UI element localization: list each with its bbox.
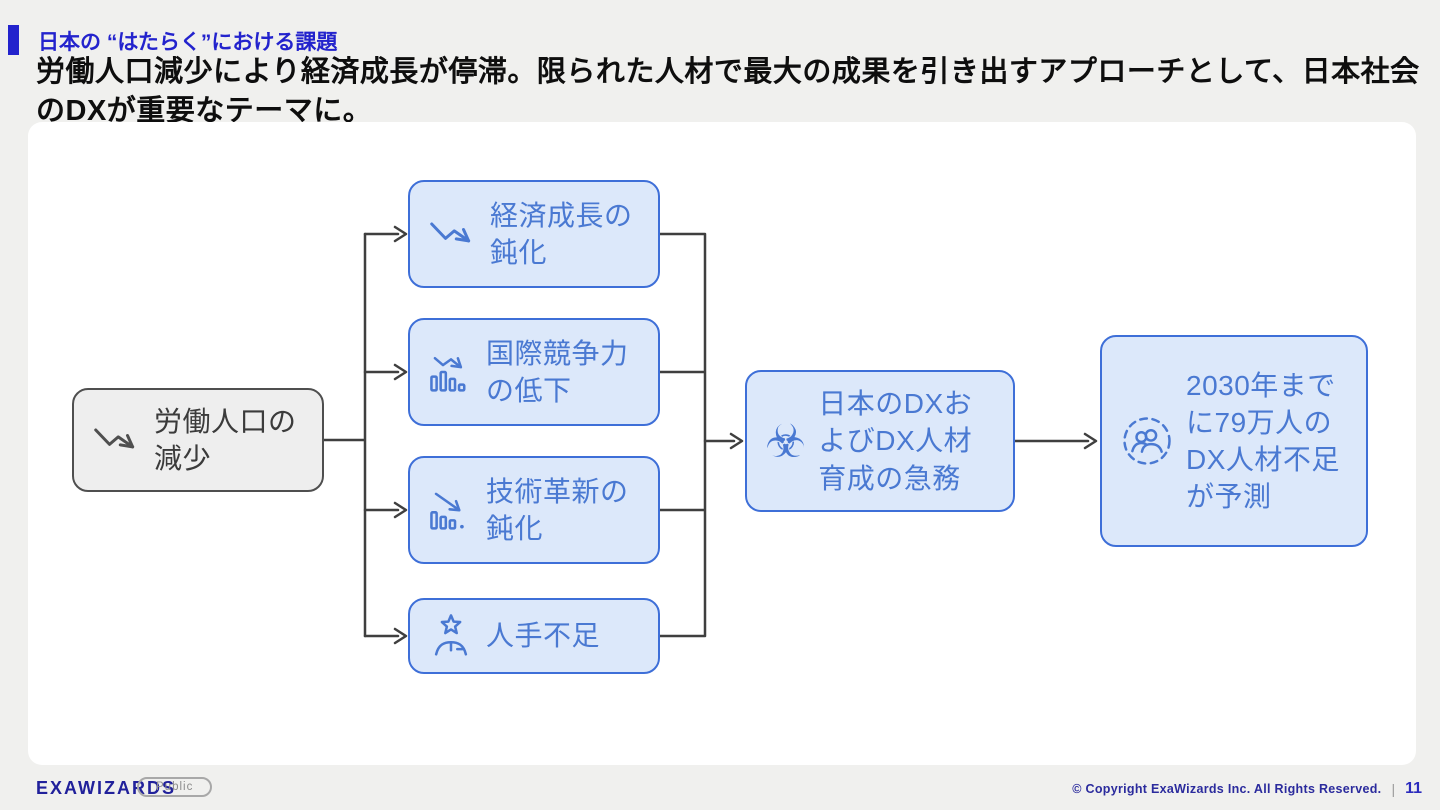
node-label: 技術革新の 鈍化 [486, 475, 629, 544]
accent-bar [8, 25, 19, 55]
section-label: 日本の “はたらく”における課題 [38, 31, 338, 54]
node-labor-population-decline: 労働人口の 減少 [72, 388, 324, 492]
bar-chart-decline-icon [428, 349, 474, 395]
trend-down-icon [428, 215, 478, 253]
node-labor-shortage: 人手不足 [408, 598, 660, 674]
page-title: 労働人口減少により経済成長が停滞。限られた人材で最大の成果を引き出すアプローチと… [36, 56, 1420, 127]
node-label: 日本のDXお よびDX人材 育成の急務 [818, 388, 973, 494]
node-technological-innovation-slowdown: 技術革新の 鈍化 [408, 456, 660, 564]
people-group-icon [1120, 414, 1174, 468]
biohazard-icon: ☣ [765, 414, 807, 468]
footer-right: © Copyright ExaWizards Inc. All Rights R… [1072, 780, 1422, 798]
node-label: 人手不足 [486, 620, 601, 652]
node-label: 労働人口の 減少 [154, 405, 297, 474]
node-dx-talent-urgency: ☣ 日本のDXお よびDX人材 育成の急務 [745, 370, 1015, 512]
node-international-competitiveness-decline: 国際競争力 の低下 [408, 318, 660, 426]
trend-down-icon [92, 421, 142, 459]
node-label: 2030年まで に79万人の DX人材不足 が予測 [1186, 369, 1340, 513]
copyright-text: © Copyright ExaWizards Inc. All Rights R… [1072, 782, 1382, 796]
bar-chart-drop-icon [428, 487, 474, 533]
page-number: 11 [1405, 780, 1422, 797]
footer-divider: | [1391, 781, 1396, 797]
node-label: 国際競争力 の低下 [486, 337, 629, 406]
node-dx-talent-shortage-forecast: 2030年まで に79万人の DX人材不足 が予測 [1100, 335, 1368, 547]
node-economic-growth-slowdown: 経済成長の 鈍化 [408, 180, 660, 288]
person-star-icon [428, 612, 474, 660]
node-label: 経済成長の 鈍化 [490, 199, 633, 268]
public-badge: Public [137, 777, 213, 797]
